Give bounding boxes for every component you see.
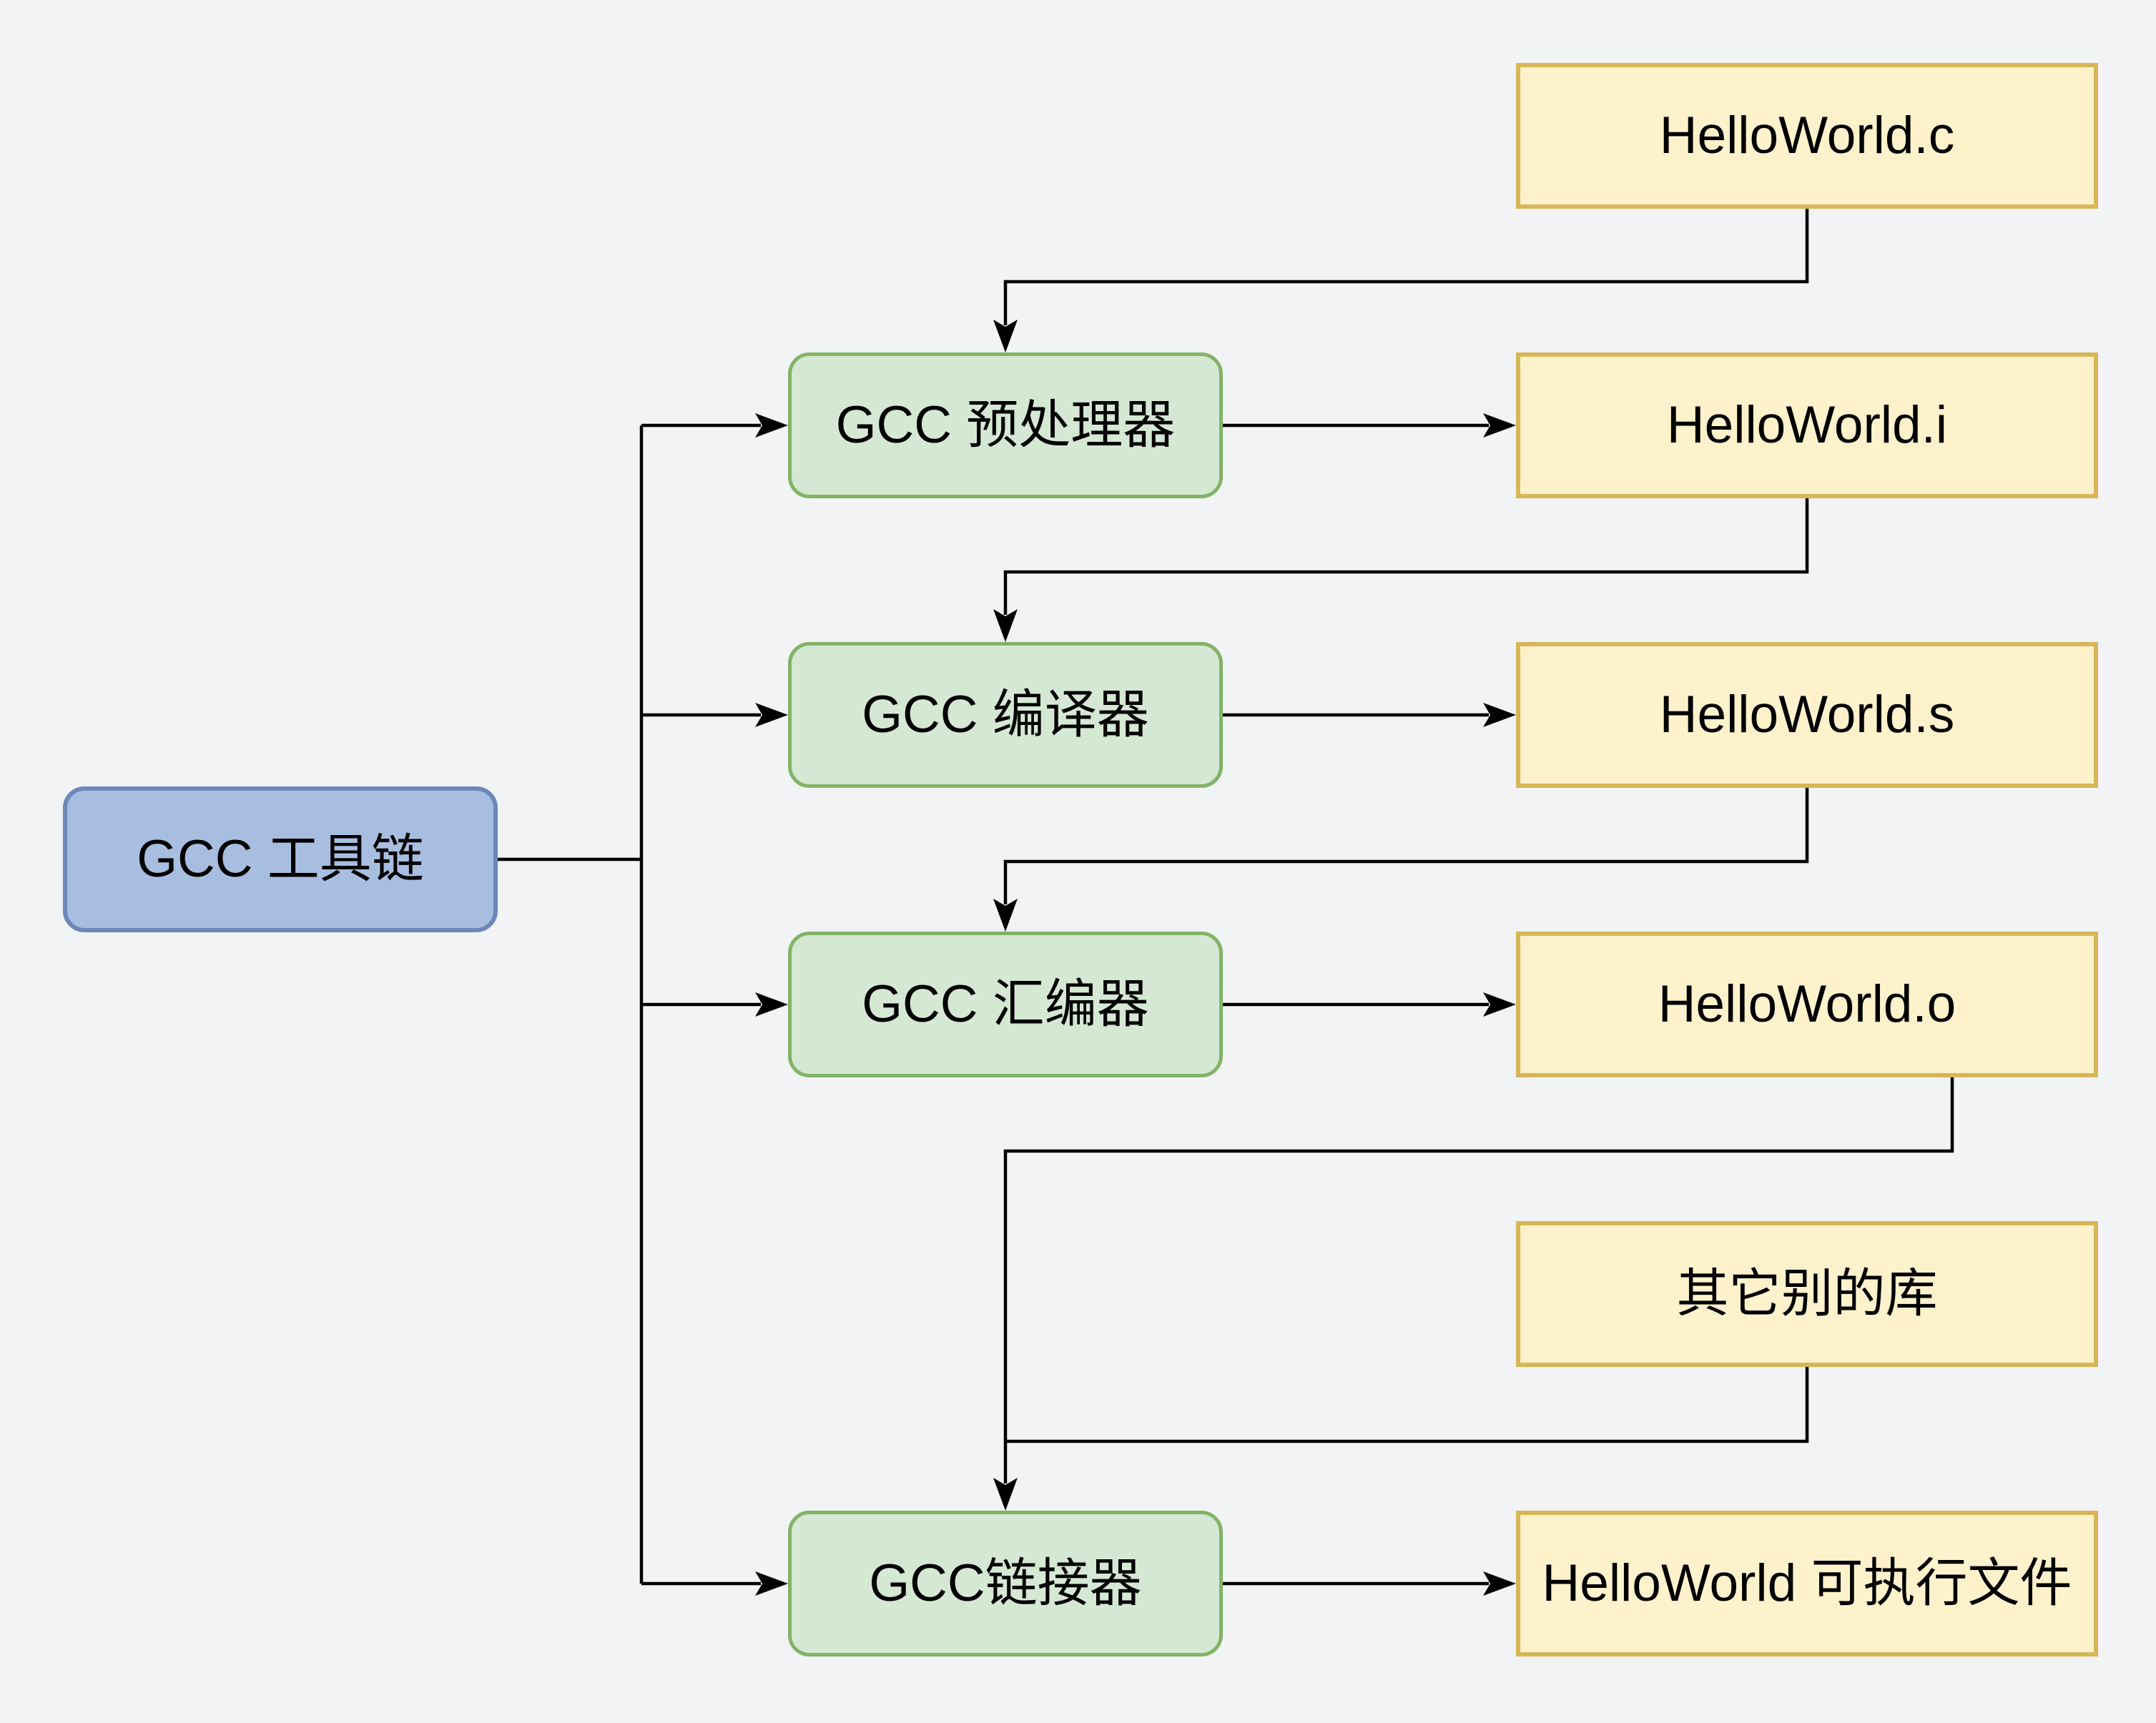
node-helloworld-i: HelloWorld.i: [1516, 352, 2098, 498]
edge-compiler-to-helloworld-s: [1223, 703, 1516, 727]
edge-toolchain-to-linker: [641, 1571, 788, 1596]
edge-toolchain-to-compiler: [641, 703, 788, 727]
node-helloworld-c: HelloWorld.c: [1516, 63, 2098, 209]
node-gcc-compiler: GCC 编译器: [788, 642, 1223, 788]
node-helloworld-o: HelloWorld.o: [1516, 932, 2098, 1077]
node-gcc-assembler: GCC 汇编器: [788, 932, 1223, 1077]
edge-preprocessor-to-helloworld-i: [1223, 413, 1516, 438]
node-helloworld-s: HelloWorld.s: [1516, 642, 2098, 788]
edge-helloworld-s-to-assembler: [993, 788, 1809, 932]
edge-toolchain-to-assembler: [641, 992, 788, 1017]
edge-assembler-to-helloworld-o: [1223, 992, 1516, 1017]
edge-toolchain-trunk: [498, 425, 644, 1584]
node-gcc-preprocessor: GCC 预处理器: [788, 352, 1223, 498]
node-other-libraries: 其它别的库: [1516, 1221, 2098, 1367]
edge-helloworld-i-to-compiler: [993, 498, 1809, 642]
edge-helloworld-c-to-preprocessor: [993, 209, 1809, 352]
node-gcc-linker: GCC链接器: [788, 1511, 1223, 1657]
edge-linker-to-executable: [1223, 1571, 1516, 1596]
node-gcc-toolchain: GCC 工具链: [63, 786, 498, 932]
edge-other-libs-to-linker: [1005, 1367, 1809, 1443]
edge-helloworld-o-to-linker: [993, 1077, 1954, 1511]
edge-toolchain-to-preprocessor: [641, 413, 788, 438]
node-helloworld-executable: HelloWorld 可执行文件: [1516, 1511, 2098, 1657]
